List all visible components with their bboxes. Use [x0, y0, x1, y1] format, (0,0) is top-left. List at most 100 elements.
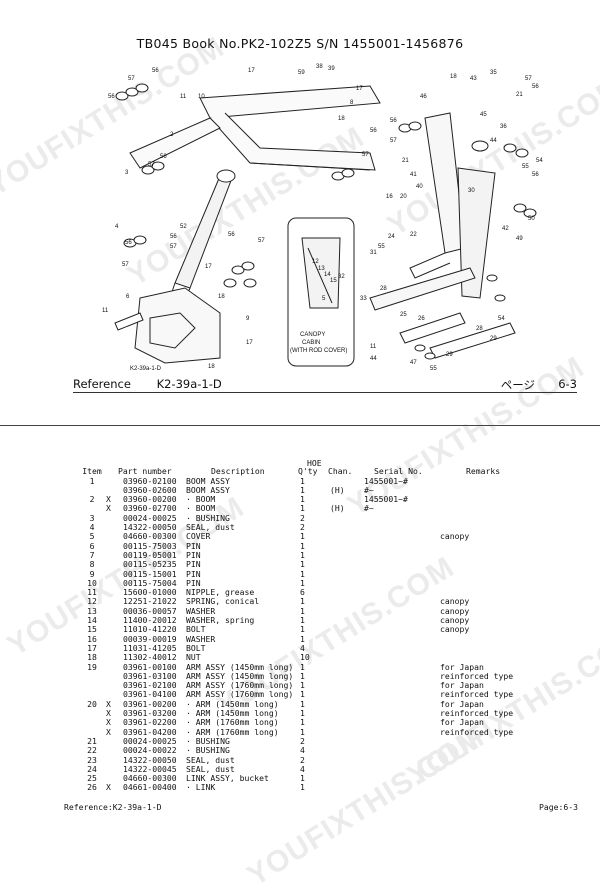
row-change-mark: X: [106, 782, 111, 793]
row-item: 18: [87, 652, 97, 663]
row-description: WASHER: [186, 605, 216, 616]
svg-text:57: 57: [128, 76, 135, 82]
row-qty: 2: [300, 735, 305, 746]
row-description: · BUSHING: [186, 735, 230, 746]
row-item: 2: [89, 494, 95, 505]
row-qty: 10: [300, 652, 310, 663]
row-item: 16: [87, 633, 97, 644]
row-qty: 1: [300, 708, 305, 719]
row-item: 24: [87, 763, 97, 774]
row-serial: 1455001~#: [364, 475, 408, 486]
row-qty: 1: [300, 568, 305, 579]
row-description: · ARM (1450mm long): [186, 698, 279, 709]
row-remarks: reinforced type: [440, 689, 514, 700]
reference-label: Reference: [73, 377, 131, 391]
row-part-number: 03961-04100: [123, 689, 177, 700]
row-qty: 6: [300, 587, 305, 598]
svg-text:17: 17: [246, 340, 253, 346]
row-item: 17: [87, 642, 97, 653]
row-qty: 1: [300, 689, 305, 700]
svg-text:15: 15: [330, 278, 337, 284]
page-divider: [0, 425, 600, 426]
row-item: 14: [87, 615, 97, 626]
reference-code: K2-39a-1-D: [156, 377, 222, 391]
svg-text:6: 6: [126, 294, 130, 300]
svg-text:30: 30: [468, 188, 475, 194]
svg-text:22: 22: [410, 232, 417, 238]
page-number: 6-3: [558, 377, 577, 391]
svg-text:54: 54: [536, 158, 543, 164]
row-description: SEAL, dust: [186, 763, 235, 774]
row-item: 20: [87, 698, 97, 709]
row-part-number: 11302-40012: [123, 652, 177, 663]
svg-text:16: 16: [386, 194, 393, 200]
column-group-hoe: HOE: [307, 458, 322, 468]
row-part-number: 00115-75003: [123, 540, 177, 551]
svg-text:56: 56: [370, 128, 377, 134]
row-qty: 1: [300, 494, 305, 505]
row-item: 4: [89, 522, 95, 533]
row-description: SEAL, dust: [186, 522, 235, 533]
row-item: 7: [89, 549, 95, 560]
svg-text:56: 56: [228, 232, 235, 238]
row-part-number: 04660-00300: [123, 531, 177, 542]
row-qty: 1: [300, 670, 305, 681]
row-change-mark: X: [106, 708, 111, 719]
row-qty: 1: [300, 596, 305, 607]
row-description: PIN: [186, 568, 201, 579]
row-item: 12: [87, 596, 97, 607]
row-qty: 1: [300, 661, 305, 672]
svg-text:57: 57: [170, 244, 177, 250]
svg-text:56: 56: [125, 240, 132, 246]
svg-text:44: 44: [490, 138, 497, 144]
row-part-number: 00119-05001: [123, 549, 177, 560]
row-part-number: 03961-02200: [123, 717, 177, 728]
row-remarks: canopy: [440, 531, 470, 542]
svg-text:17: 17: [356, 86, 363, 92]
header-chan: Chan.: [328, 466, 353, 477]
row-serial: #~: [364, 484, 374, 495]
row-description: NUT: [186, 652, 201, 663]
canopy-callout-line: CANOPY: [300, 332, 325, 338]
row-qty: 1: [300, 559, 305, 570]
row-remarks: for Japan: [440, 680, 484, 691]
row-part-number: 11010-41220: [123, 624, 177, 635]
row-item: 5: [89, 531, 95, 542]
svg-text:56: 56: [170, 234, 177, 240]
svg-text:8: 8: [350, 100, 354, 106]
row-qty: 1: [300, 680, 305, 691]
svg-text:18: 18: [338, 116, 345, 122]
row-part-number: 11031-41205: [123, 642, 177, 653]
row-qty: 1: [300, 475, 305, 486]
row-item: 10: [87, 577, 97, 588]
row-qty: 1: [300, 540, 305, 551]
row-description: · BUSHING: [186, 745, 230, 756]
row-part-number: 03961-02100: [123, 680, 177, 691]
svg-text:43: 43: [470, 76, 477, 82]
svg-text:24: 24: [388, 234, 395, 240]
row-part-number: 03960-02600: [123, 484, 177, 495]
row-qty: 1: [300, 698, 305, 709]
svg-text:32: 32: [338, 274, 345, 280]
svg-text:26: 26: [418, 316, 425, 322]
row-qty: 1: [300, 624, 305, 635]
reference-bar-top: Reference K2-39a-1-D ページ 6-3: [73, 377, 577, 393]
svg-text:42: 42: [502, 226, 509, 232]
svg-text:18: 18: [450, 74, 457, 80]
svg-text:18: 18: [218, 294, 225, 300]
row-chan: (H): [330, 484, 345, 495]
row-qty: 1: [300, 615, 305, 626]
row-description: · ARM (1450mm long): [186, 708, 279, 719]
